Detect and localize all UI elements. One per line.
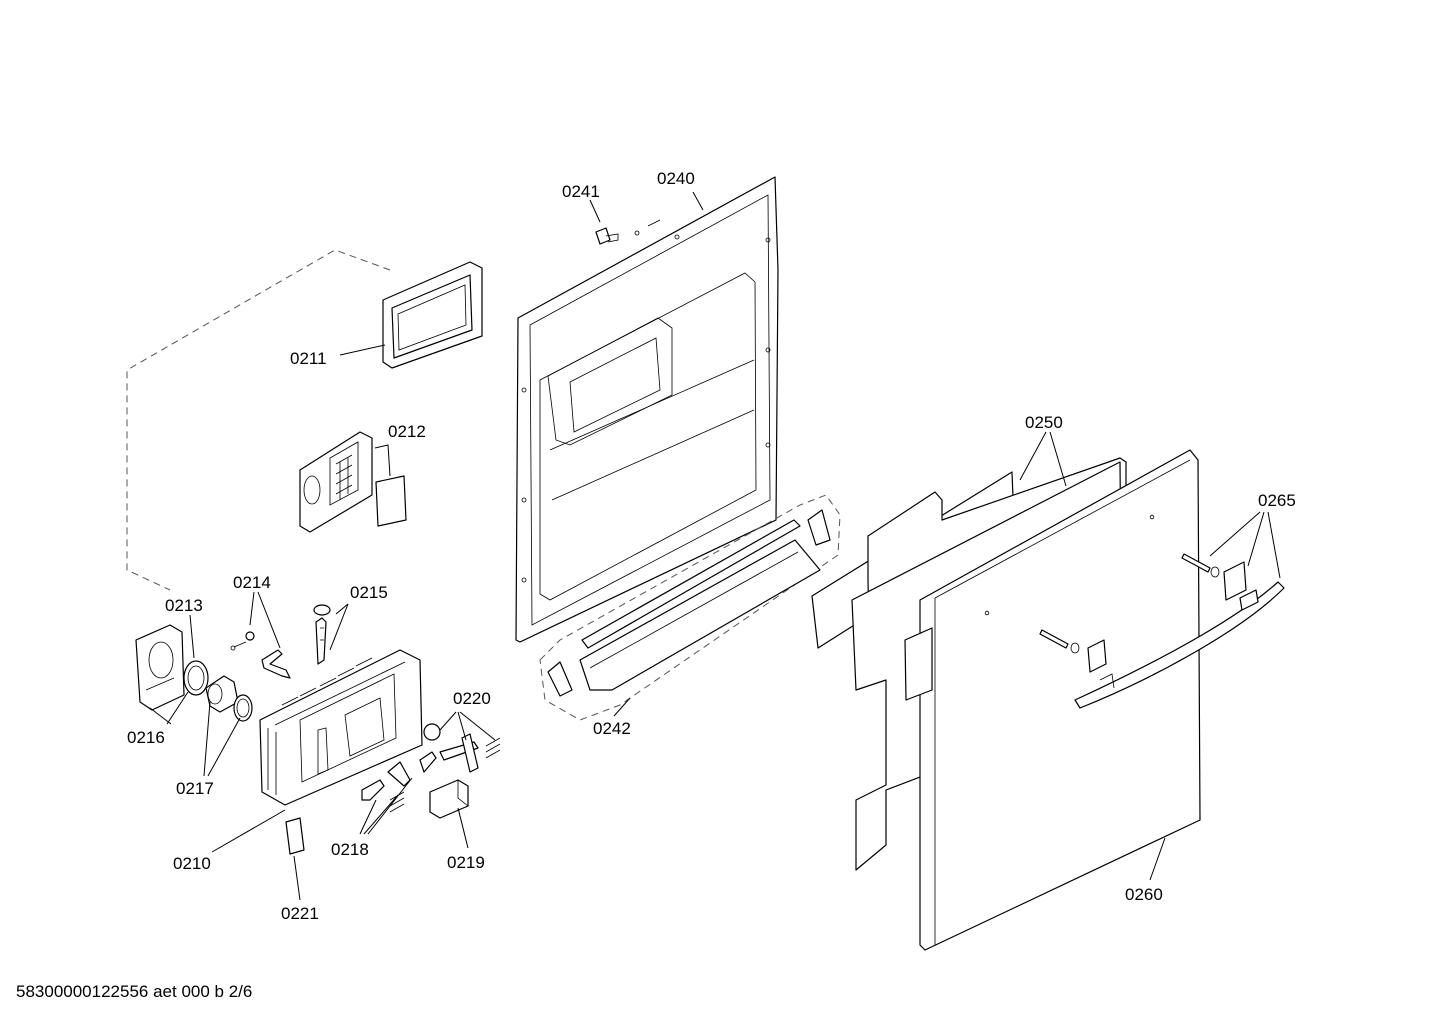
part-0260-outer-door bbox=[904, 449, 1201, 951]
label-0216: 0216 bbox=[127, 728, 165, 747]
label-0214: 0214 bbox=[233, 573, 271, 592]
part-0212-filter bbox=[299, 431, 407, 533]
label-0240: 0240 bbox=[657, 169, 695, 188]
leader-lines bbox=[149, 191, 1281, 901]
part-0265-handle bbox=[1039, 553, 1285, 709]
label-0220: 0220 bbox=[453, 689, 491, 708]
part-0242-strip bbox=[547, 509, 831, 697]
part-0219-switch bbox=[429, 779, 469, 819]
part-0216-cover bbox=[135, 624, 185, 711]
label-0213: 0213 bbox=[165, 596, 203, 615]
part-0217-rings bbox=[183, 660, 253, 722]
label-0265: 0265 bbox=[1258, 491, 1296, 510]
label-0211: 0211 bbox=[290, 349, 327, 368]
label-0212: 0212 bbox=[388, 422, 426, 441]
label-0210: 0210 bbox=[173, 854, 211, 873]
label-0250: 0250 bbox=[1025, 413, 1063, 432]
label-0241: 0241 bbox=[562, 182, 600, 201]
label-0217: 0217 bbox=[176, 779, 214, 798]
drawing-footer: 58300000122556 aet 000 b 2/6 bbox=[16, 982, 252, 1001]
part-0211-frame bbox=[382, 261, 483, 369]
part-0221-plate bbox=[285, 817, 305, 855]
group-outline-control bbox=[126, 249, 391, 591]
label-0219: 0219 bbox=[447, 853, 485, 872]
part-0218-levers bbox=[361, 751, 437, 813]
part-0210-housing bbox=[259, 649, 423, 806]
label-0242: 0242 bbox=[593, 719, 631, 738]
label-0260: 0260 bbox=[1125, 885, 1163, 904]
group-outline-0242 bbox=[539, 494, 841, 721]
part-0215-pin bbox=[313, 604, 331, 665]
part-0220-latch bbox=[423, 723, 501, 773]
part-0240-inner-door bbox=[515, 176, 779, 643]
label-0218: 0218 bbox=[331, 840, 369, 859]
part-0241-screw bbox=[595, 227, 619, 245]
label-0221: 0221 bbox=[281, 904, 319, 923]
part-0214-clips bbox=[230, 631, 291, 679]
label-0215: 0215 bbox=[350, 583, 388, 602]
